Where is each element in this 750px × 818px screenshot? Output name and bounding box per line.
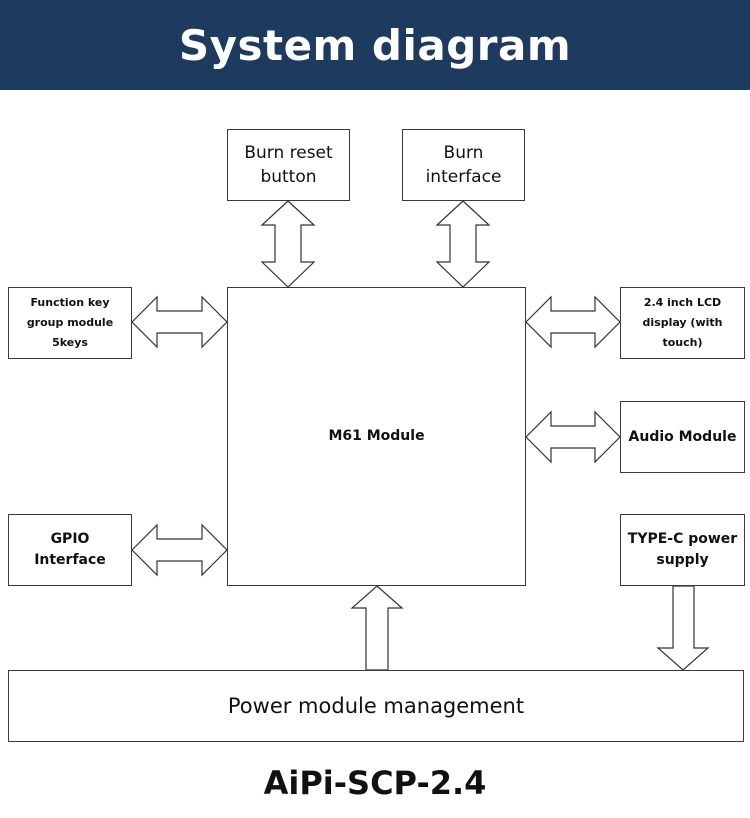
header-banner: System diagram	[0, 0, 750, 90]
m61-module-label: M61 Module	[328, 428, 425, 444]
typec-power-block: TYPE-C power supply	[620, 514, 745, 586]
lcd-arrow	[525, 295, 621, 349]
burn-interface-block: Burn interface	[402, 129, 525, 201]
lcd-display-label: 2.4 inch LCD display (with touch)	[642, 296, 723, 349]
m61-module-block: M61 Module	[227, 287, 526, 586]
gpio-arrow	[131, 523, 228, 577]
function-key-arrow	[131, 295, 228, 349]
gpio-interface-label: GPIO Interface	[34, 531, 106, 568]
audio-module-block: Audio Module	[620, 401, 745, 473]
typec-to-power-arrow	[656, 585, 710, 671]
function-key-label: Function key group module 5keys	[26, 296, 114, 349]
burn-interface-label: Burn interface	[425, 143, 502, 187]
model-caption: AiPi-SCP-2.4	[263, 764, 487, 802]
burn-reset-label: Burn reset button	[244, 143, 333, 187]
burn-interface-arrow	[435, 200, 491, 288]
burn-reset-arrow	[260, 200, 316, 288]
power-management-block: Power module management	[8, 670, 744, 742]
function-key-block: Function key group module 5keys	[8, 287, 132, 359]
power-to-m61-arrow	[350, 585, 404, 671]
burn-reset-button-block: Burn reset button	[227, 129, 350, 201]
power-management-label: Power module management	[227, 694, 525, 718]
page-title: System diagram	[178, 20, 572, 70]
audio-arrow	[525, 410, 621, 464]
lcd-display-block: 2.4 inch LCD display (with touch)	[620, 287, 745, 359]
gpio-interface-block: GPIO Interface	[8, 514, 132, 586]
audio-module-label: Audio Module	[628, 428, 737, 445]
typec-power-label: TYPE-C power supply	[627, 531, 738, 568]
